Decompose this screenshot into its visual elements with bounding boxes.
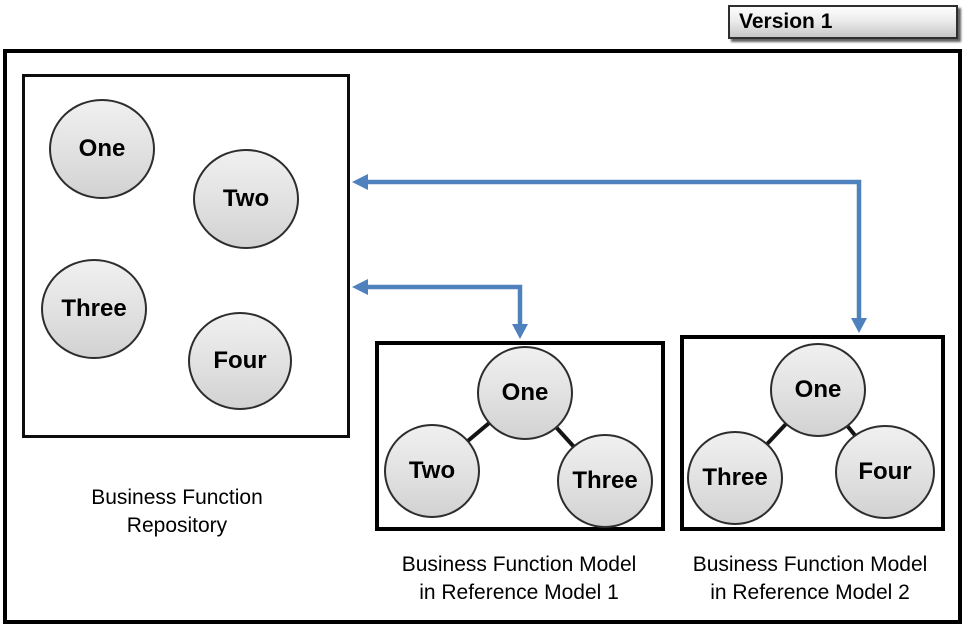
model2-node-four: Four	[835, 425, 935, 519]
node-label: One	[78, 135, 126, 162]
caption-line: Business Function	[91, 486, 263, 509]
node-label: Four	[858, 458, 912, 485]
node-label: One	[501, 379, 549, 406]
diagram-outer-frame	[3, 49, 962, 624]
repository-node-one: One	[49, 99, 155, 199]
caption-line: Repository	[126, 514, 228, 537]
caption-line: Business Function Model	[401, 553, 637, 576]
repository-caption: Business Function Repository	[22, 484, 332, 540]
model1-caption: Business Function Model in Reference Mod…	[360, 551, 678, 607]
caption-line: Business Function Model	[692, 553, 928, 576]
reference-model-2-box: One Three Four	[680, 335, 945, 531]
version-badge-label: Version 1	[739, 10, 833, 33]
repository-node-three: Three	[41, 259, 147, 359]
model1-node-two: Two	[384, 424, 480, 518]
node-label: Three	[702, 464, 768, 491]
reference-model-1-box: One Two Three	[375, 341, 665, 531]
node-label: Four	[213, 347, 267, 374]
model1-node-one: One	[477, 346, 573, 440]
node-label: Two	[408, 457, 456, 484]
model1-node-three: Three	[557, 434, 653, 528]
version-badge: Version 1	[728, 5, 958, 39]
node-label: One	[794, 376, 842, 403]
model2-node-one: One	[770, 343, 866, 437]
caption-line: in Reference Model 1	[419, 581, 619, 604]
node-label: Three	[572, 467, 638, 494]
model2-node-three: Three	[687, 431, 783, 525]
node-label: Two	[222, 185, 270, 212]
repository-node-four: Four	[188, 312, 292, 410]
model2-caption: Business Function Model in Reference Mod…	[658, 551, 962, 607]
caption-line: in Reference Model 2	[710, 581, 910, 604]
repository-box: One Two Three Four	[22, 74, 350, 438]
repository-node-two: Two	[193, 149, 299, 249]
node-label: Three	[61, 295, 127, 322]
